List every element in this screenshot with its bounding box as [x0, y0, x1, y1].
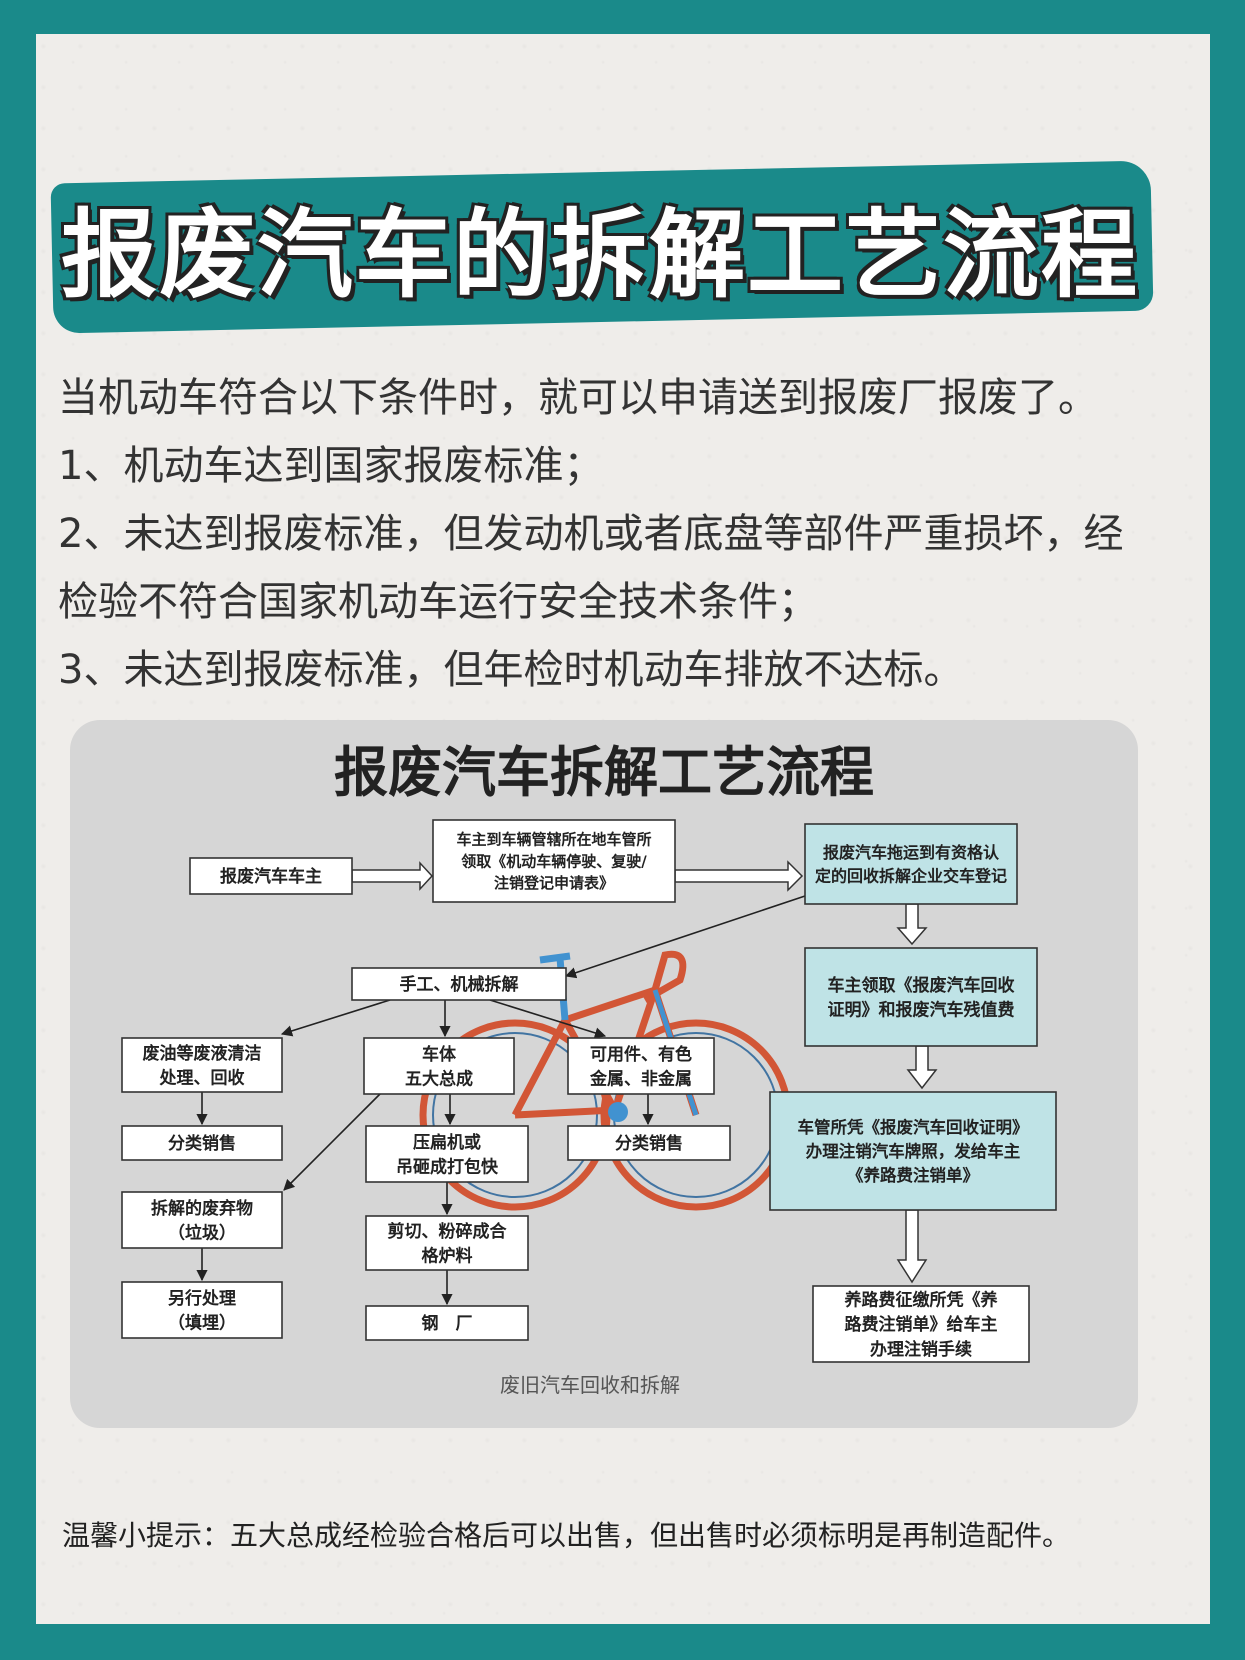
flow-box-text: 办理注销汽车牌照，发给车主 [806, 1141, 1021, 1161]
hollow-arrow-receive-cancel [906, 1045, 938, 1090]
condition-3: 3、未达到报废标准，但年检时机动车排放不达标。 [58, 647, 964, 693]
flow-box-frame [189, 857, 353, 895]
intro-lead: 当机动车符合以下条件时，就可以申请送到报废厂报废了。 [58, 375, 1098, 421]
condition-2: 2、未达到报废标准，但发动机或者底盘等部件严重损坏，经 [58, 511, 1124, 557]
flow-box-frame [567, 1125, 731, 1161]
flow-box-text: 车管所凭《报废汽车回收证明》 [798, 1117, 1029, 1137]
flow-box-frame [121, 1191, 283, 1249]
flow-box-text: 格炉料 [422, 1245, 473, 1266]
flow-box-cancel: 车管所凭《报废汽车回收证明》办理注销汽车牌照，发给车主《养路费注销单》 [769, 1091, 1057, 1211]
flow-box-text: 证明》和报废汽车残值费 [828, 999, 1015, 1020]
footer-tip: 温馨小提示：五大总成经检验合格后可以出售，但出售时必须标明是再制造配件。 [62, 1519, 1071, 1552]
flow-box-text: 手工、机械拆解 [400, 974, 519, 995]
flow-box-text: 报废汽车拖运到有资格认 [823, 843, 1000, 862]
flow-box-text: 钢 厂 [422, 1313, 473, 1334]
flow-box-frame [769, 1091, 1057, 1211]
arrow-tow-dismantle [564, 895, 806, 979]
flow-box-text: 注销登记申请表》 [494, 874, 614, 892]
flow-box-text: 定的回收拆解企业交车登记 [814, 866, 1007, 885]
flow-box-text: （垃圾） [168, 1222, 236, 1243]
flow-box-text: 处理、回收 [159, 1067, 245, 1088]
flow-box-frame [363, 1037, 515, 1095]
flow-box-frame [432, 819, 676, 903]
flow-box-text: 路费注销单》给车主 [845, 1314, 998, 1335]
flow-box-text: 《养路费注销单》 [847, 1165, 979, 1185]
flow-box-frame [365, 1215, 529, 1271]
intro-section: 当机动车符合以下条件时，就可以申请送到报废厂报废了。 1、机动车达到国家报废标准… [58, 364, 1168, 704]
flow-box-frame [121, 1125, 283, 1161]
flowchart-card: 报废汽车拆解工艺流程 报废汽车车主 车主到车辆管辖所在地车管所领取《机动车辆停驶、… [70, 720, 1138, 1428]
hollow-arrow-vms-tow [674, 860, 804, 892]
flowchart-caption: 废旧汽车回收和拆解 [500, 1373, 680, 1397]
flow-box-steel: 钢 厂 [365, 1305, 529, 1341]
flow-box-frame [365, 1125, 529, 1183]
flow-box-text: 分类销售 [615, 1133, 683, 1154]
flow-box-text: 车主到车辆管辖所在地车管所 [456, 831, 651, 849]
flow-box-text: 压扁机或 [413, 1132, 481, 1153]
flow-box-other: 另行处理 （填埋） [121, 1281, 283, 1339]
flow-box-owner: 报废汽车车主 [189, 857, 353, 895]
flow-box-frame [812, 1285, 1030, 1363]
arrow-dismantle-usable [489, 999, 607, 1039]
page-title: 报废汽车的拆解工艺流程 [61, 199, 1139, 311]
flowchart-title: 报废汽车拆解工艺流程 [334, 741, 874, 804]
flow-box-sell2: 分类销售 [567, 1125, 731, 1161]
flow-box-text: 养路费征缴所凭《养 [844, 1289, 999, 1310]
flow-box-text: 领取《机动车辆停驶、复驶/ [460, 852, 647, 870]
flow-box-sell1: 分类销售 [121, 1125, 283, 1161]
hollow-arrow-cancel-fee [896, 1209, 928, 1284]
flow-box-text: 车体 [422, 1044, 457, 1065]
flow-box-text: 车主领取《报废汽车回收 [828, 975, 1015, 996]
flow-box-text: 报废汽车车主 [220, 866, 322, 887]
flow-box-frame [351, 967, 567, 1001]
flow-box-text: 剪切、粉碎成合 [388, 1221, 508, 1242]
flow-box-dismantle: 手工、机械拆解 [351, 967, 567, 1001]
flow-box-text: 金属、非金属 [589, 1068, 692, 1089]
hollow-arrow-owner-vms [351, 861, 434, 891]
condition-1: 1、机动车达到国家报废标准； [58, 443, 604, 489]
flow-box-receive: 车主领取《报废汽车回收证明》和报废汽车残值费 [804, 947, 1038, 1047]
flow-box-text: 另行处理 [168, 1288, 236, 1309]
flow-box-text: 吊砸成打包快 [396, 1156, 499, 1177]
flowchart-diagram: 报废汽车车主 车主到车辆管辖所在地车管所领取《机动车辆停驶、复驶/注销登记申请表》… [121, 819, 1057, 1397]
flow-box-frame [804, 947, 1038, 1047]
flow-box-frame [121, 1281, 283, 1339]
arrow-dismantle-oil [280, 999, 391, 1037]
flow-box-waste: 拆解的废弃物 （垃圾） [121, 1191, 283, 1249]
flow-box-text: 拆解的废弃物 [151, 1198, 253, 1219]
flow-box-frame [365, 1305, 529, 1341]
arrow-body-waste [283, 1093, 381, 1191]
flow-box-frame [567, 1037, 715, 1095]
flow-box-text: （填埋） [168, 1312, 236, 1333]
flow-box-text: 废油等废液清洁 [143, 1043, 262, 1064]
flow-box-text: 办理注销手续 [870, 1339, 972, 1360]
flow-box-text: 可用件、有色 [590, 1044, 692, 1065]
flow-box-text: 分类销售 [168, 1133, 236, 1154]
condition-2-cont: 检验不符合国家机动车运行安全技术条件； [58, 579, 818, 625]
flow-box-frame [804, 823, 1018, 905]
hollow-arrow-tow-receive [896, 903, 928, 946]
flow-box-text: 五大总成 [405, 1068, 473, 1089]
flow-box-frame [121, 1037, 283, 1093]
